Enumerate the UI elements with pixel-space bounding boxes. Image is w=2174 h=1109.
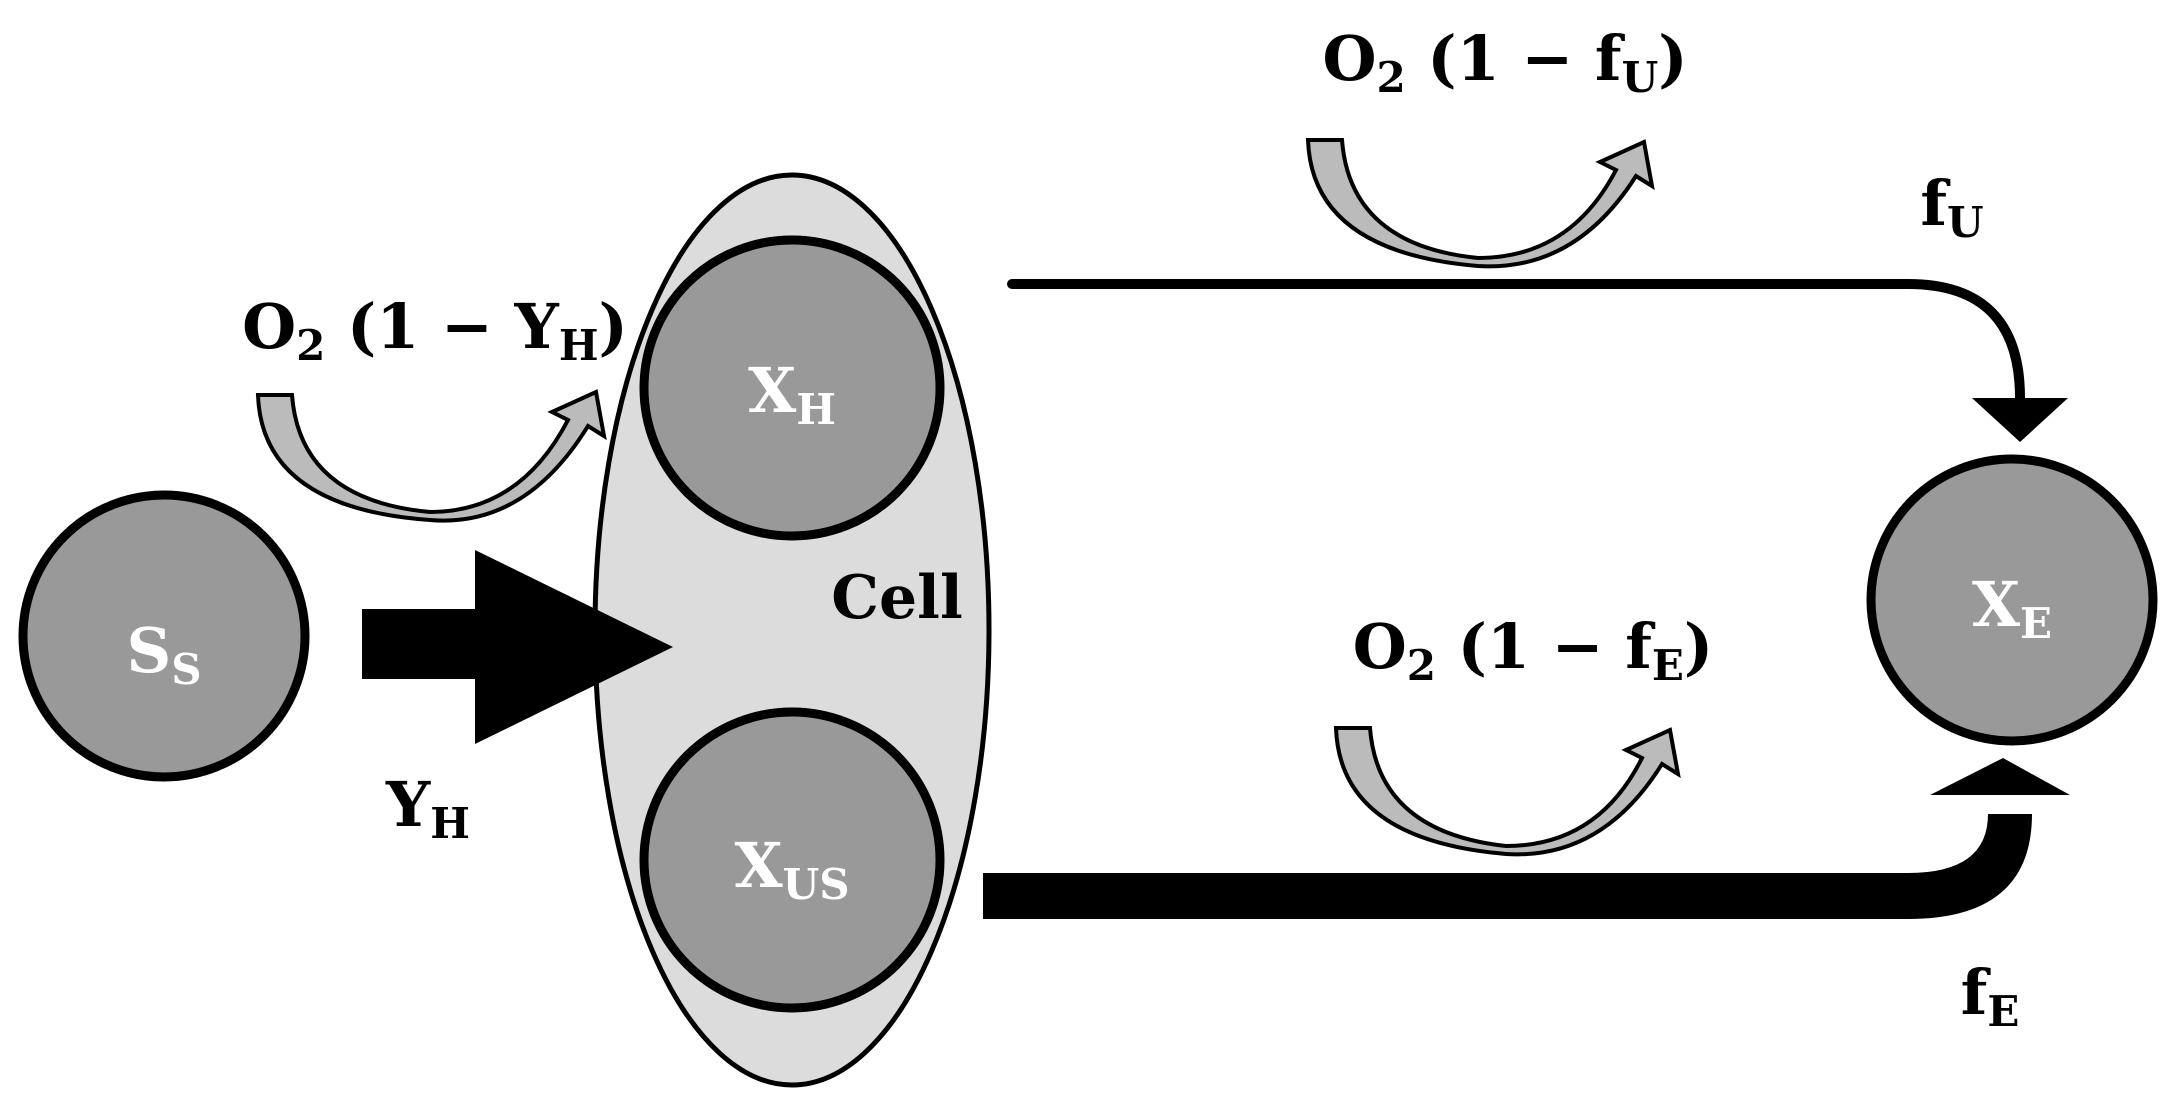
o2-arrow-fe: [1333, 726, 1681, 857]
xe-node: [1866, 454, 2158, 746]
flux-band-fe: [983, 814, 2032, 919]
substrate-node: [18, 490, 310, 782]
xh-node: [639, 235, 945, 541]
xh-label: XH: [748, 354, 836, 434]
cell-label: Cell: [831, 563, 963, 633]
xus-node: [639, 707, 945, 1013]
o2-arrow-fu: [1305, 138, 1655, 269]
yield-arrow-label: YH: [385, 768, 470, 848]
fe-label: fE: [1961, 956, 2020, 1036]
flux-arrowhead-fe: [1930, 758, 2070, 795]
flux-arrowhead-fu: [1972, 398, 2068, 442]
yield-arrow: [362, 550, 673, 744]
flux-line-fu: [1007, 279, 2025, 403]
o2-yh-label: O2 (1 − YH): [242, 290, 628, 370]
o2-fu-label: O2 (1 − fU): [1322, 22, 1687, 102]
o2-arrow-yh: [255, 389, 607, 523]
xus-label: XUS: [734, 829, 849, 909]
o2-fe-label: O2 (1 − fE): [1353, 610, 1713, 690]
fu-label: fU: [1920, 167, 1983, 247]
substrate-label: SS: [126, 614, 201, 694]
xe-label: XE: [1972, 568, 2052, 648]
